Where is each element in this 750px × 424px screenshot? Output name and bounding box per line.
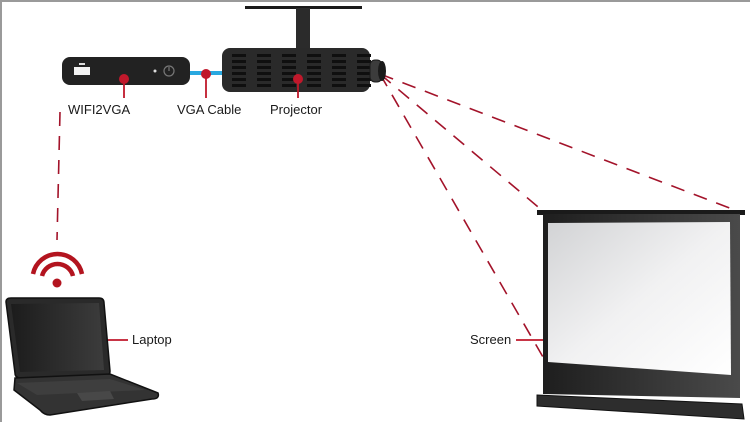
projector-vent bbox=[282, 54, 296, 57]
projector-vent bbox=[357, 66, 371, 69]
wifi2vga-device bbox=[62, 57, 190, 85]
projector-vent bbox=[307, 84, 321, 87]
wifi-link bbox=[56, 111, 61, 241]
projector-vent bbox=[257, 84, 271, 87]
vga-cable-dot bbox=[201, 69, 211, 79]
projector-vent bbox=[307, 60, 321, 63]
projector-vent bbox=[332, 78, 346, 81]
projector-vent bbox=[282, 78, 296, 81]
projector-vent bbox=[357, 84, 371, 87]
projector-vent bbox=[282, 66, 296, 69]
projector-vent bbox=[332, 72, 346, 75]
projector-vent bbox=[332, 66, 346, 69]
beam-left bbox=[379, 73, 548, 365]
label-laptop: Laptop bbox=[132, 332, 172, 347]
projector-vent bbox=[357, 60, 371, 63]
projector-vent bbox=[357, 54, 371, 57]
projector-vent bbox=[282, 72, 296, 75]
projector-vent bbox=[232, 72, 246, 75]
projection-screen bbox=[536, 210, 745, 420]
projector-device bbox=[222, 48, 386, 92]
projector-vent bbox=[357, 78, 371, 81]
projector-vent bbox=[282, 84, 296, 87]
projector-vent bbox=[307, 78, 321, 81]
projector-mount bbox=[245, 6, 362, 50]
beam-top-right bbox=[379, 73, 741, 213]
label-vga-cable: VGA Cable bbox=[177, 102, 242, 117]
projector-vent bbox=[257, 54, 271, 57]
projector-vent bbox=[232, 66, 246, 69]
projector-vent bbox=[357, 72, 371, 75]
label-screen: Screen bbox=[470, 332, 512, 347]
projector-vent bbox=[282, 60, 296, 63]
projector-vent bbox=[232, 78, 246, 81]
projector-vent bbox=[257, 72, 271, 75]
wifi-signal-icon bbox=[30, 251, 85, 288]
label-wifi2vga: WIFI2VGA bbox=[68, 102, 131, 117]
projector-vent bbox=[332, 84, 346, 87]
laptop-device bbox=[5, 297, 160, 416]
projector-vent bbox=[232, 84, 246, 87]
projector-vent bbox=[257, 78, 271, 81]
projector-vent bbox=[257, 60, 271, 63]
projector-vent bbox=[332, 60, 346, 63]
projector-vent bbox=[307, 54, 321, 57]
projector-dot bbox=[293, 74, 303, 84]
projector-vent bbox=[232, 54, 246, 57]
projector-vent bbox=[307, 72, 321, 75]
projector-vent bbox=[257, 66, 271, 69]
label-projector: Projector bbox=[270, 102, 323, 117]
wifi2vga-dot bbox=[119, 74, 129, 84]
projector-vent bbox=[332, 54, 346, 57]
projector-vent bbox=[232, 60, 246, 63]
projector-vent bbox=[307, 66, 321, 69]
